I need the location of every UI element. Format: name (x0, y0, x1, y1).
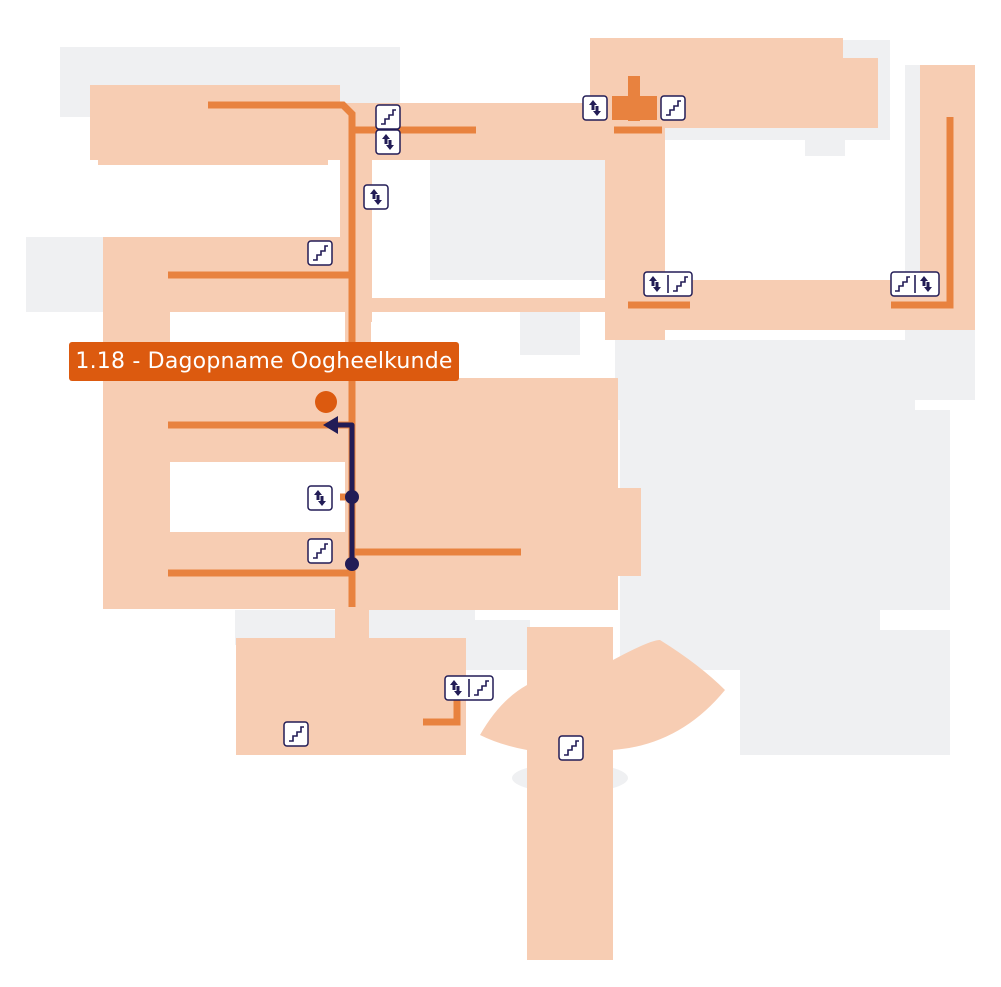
elevator-stairs-icon[interactable] (643, 271, 693, 297)
route-arrowhead-icon (323, 416, 338, 434)
stairs-icon[interactable] (307, 538, 333, 564)
elevator-icon[interactable] (307, 485, 333, 511)
route-path (323, 416, 359, 571)
route-start-point (345, 557, 359, 571)
stairs-icon[interactable] (307, 240, 333, 266)
destination-label[interactable]: 1.18 - Dagopname Oogheelkunde (69, 342, 459, 381)
stairs-icon[interactable] (660, 95, 686, 121)
elevator-icon[interactable] (582, 95, 608, 121)
stairs-elevator-icon[interactable] (890, 271, 940, 297)
elevator-stairs-icon[interactable] (444, 675, 494, 701)
courtyards (170, 128, 902, 532)
stairs-icon[interactable] (375, 104, 401, 130)
stairs-icon[interactable] (558, 735, 584, 761)
elevator-icon[interactable] (363, 184, 389, 210)
stairs-icon[interactable] (283, 721, 309, 747)
elevator-icon[interactable] (375, 129, 401, 155)
destination-marker[interactable] (315, 391, 337, 413)
route-waypoint (345, 490, 359, 504)
